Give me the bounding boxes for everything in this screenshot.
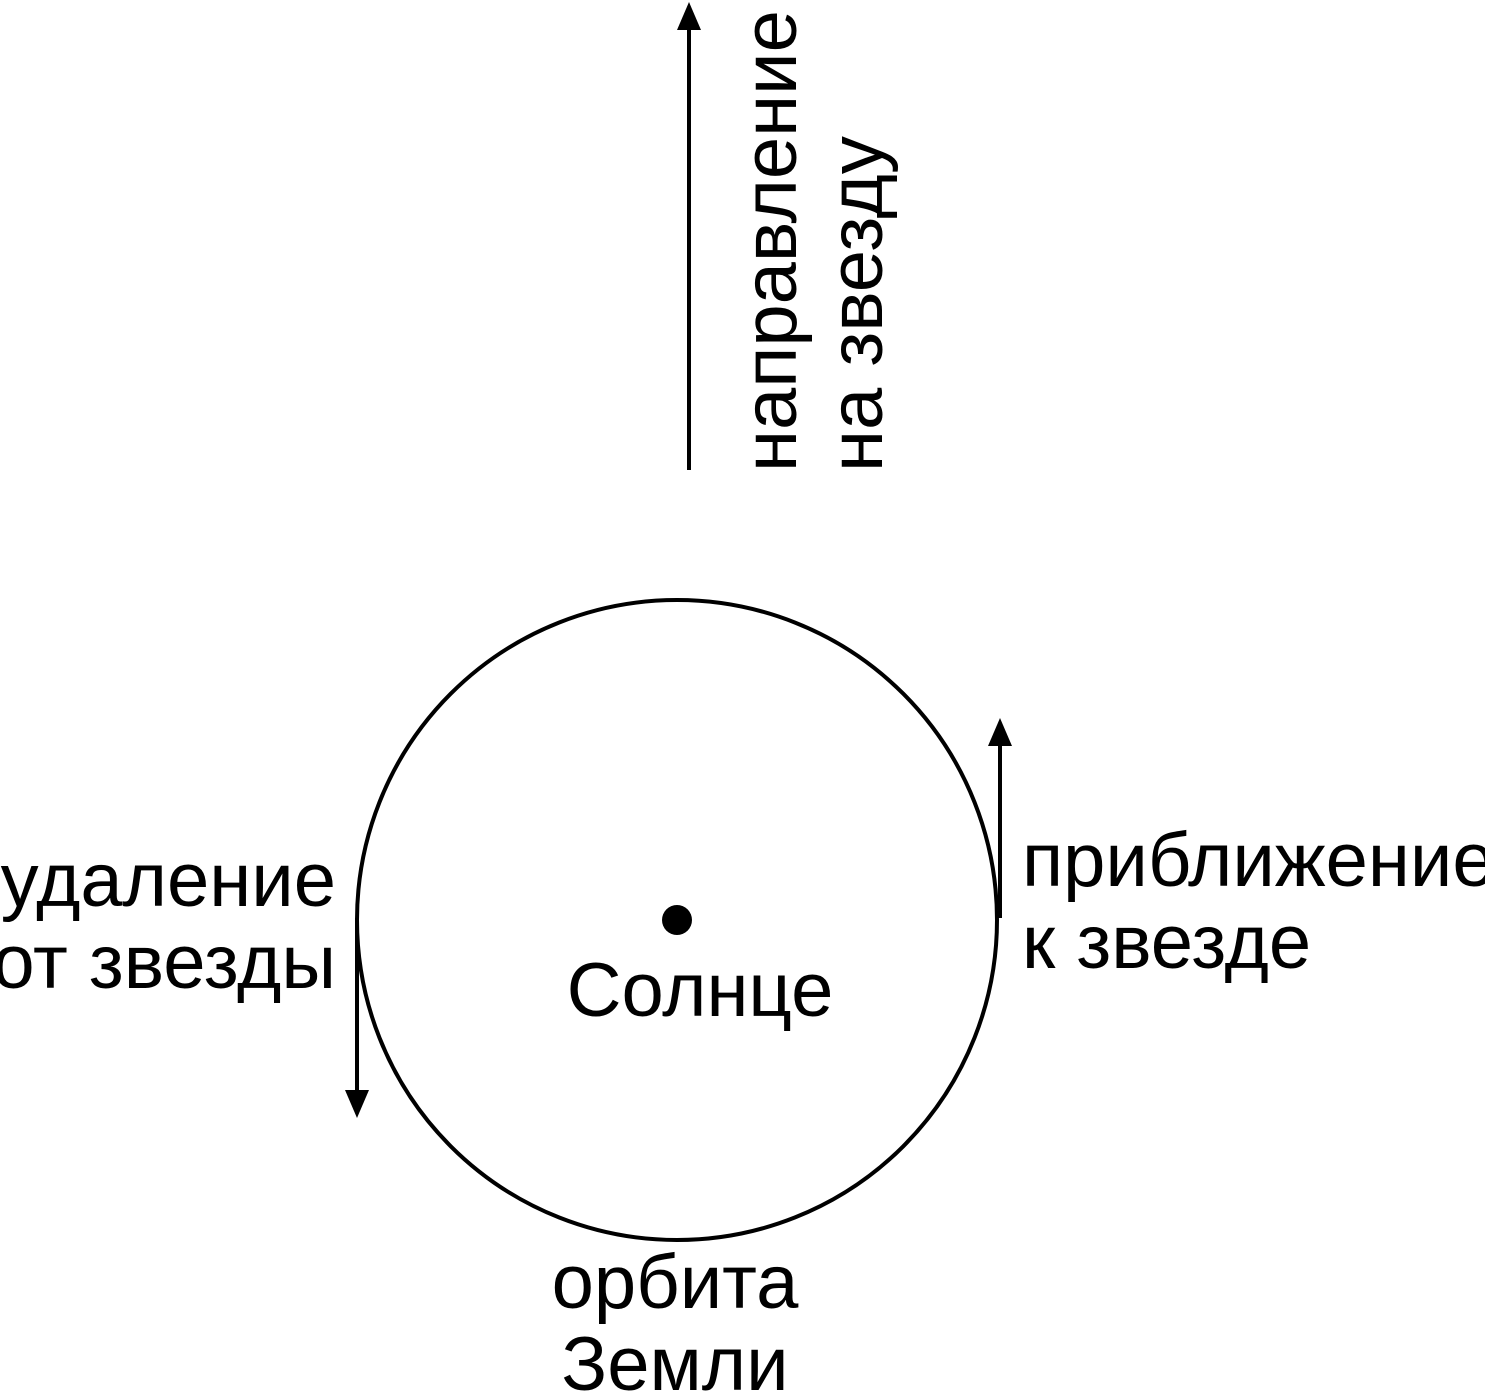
receding-line-2: от звезды (0, 920, 336, 1005)
star-direction-arrowhead (677, 2, 701, 30)
orbit-line-1: орбита (552, 1240, 799, 1325)
approaching-line-2: к звезде (1022, 900, 1311, 985)
approaching-label: приближение к звезде (1022, 818, 1485, 985)
receding-arrowhead (345, 1090, 369, 1118)
approaching-arrowhead (988, 718, 1012, 746)
star-direction-arrow (677, 2, 701, 470)
receding-label: удаление от звезды (0, 838, 336, 1005)
approaching-line-1: приближение (1022, 818, 1485, 903)
orbit-label: орбита Земли (552, 1240, 799, 1395)
sun-label: Солнце (567, 948, 834, 1033)
receding-arrow (345, 918, 369, 1118)
receding-line-1: удаление (1, 838, 336, 923)
star-direction-line-2: на звезду (814, 136, 899, 472)
star-direction-label: направление на звезду (728, 10, 899, 472)
orbit-line-2: Земли (561, 1322, 788, 1395)
star-direction-line-1: направление (728, 10, 813, 472)
approaching-arrow (988, 718, 1012, 918)
sun-dot (662, 905, 692, 935)
